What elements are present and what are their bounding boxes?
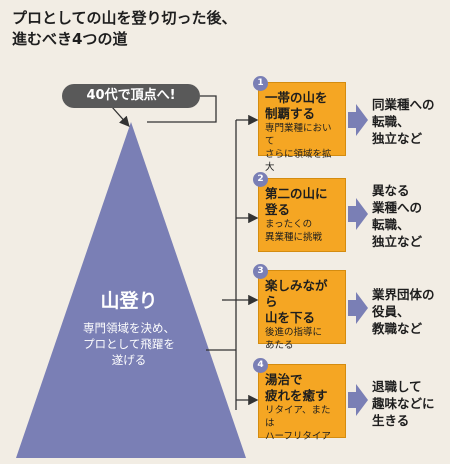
title-line-1: プロとしての山を登り切った後、 (12, 9, 237, 27)
path-heading: 楽しみながら 山を下る (265, 278, 328, 325)
path-subtext: 後進の指導に あたる (265, 327, 323, 351)
diagram-title: プロとしての山を登り切った後、 進むべき4つの道 (12, 8, 442, 50)
path-box-3: 3 楽しみながら 山を下る 後進の指導に あたる (253, 264, 346, 351)
path-subtext: まったくの 異業種に挑戦 (265, 219, 323, 243)
path-result-1: 同業種への 転職、 独立など (372, 97, 435, 146)
path-number-badge: 4 (253, 358, 268, 373)
path-number-badge: 1 (253, 76, 268, 91)
path-box-2: 2 第二の山に 登る まったくの 異業種に挑戦 (253, 172, 346, 252)
mountain-shape (16, 122, 246, 458)
path-heading: 第二の山に 登る (265, 186, 328, 217)
path-number-badge: 2 (253, 172, 268, 187)
mountain-title: 山登り (100, 290, 158, 312)
path-heading: 一帯の山を 制覇する (265, 90, 328, 121)
path-number-badge: 3 (253, 264, 268, 279)
path-result-3: 業界団体の 役員、 教職など (372, 287, 435, 336)
path-result-4: 退職して 趣味などに 生きる (372, 379, 435, 428)
path-subtext: リタイア、または ハーフリタイア (265, 405, 331, 442)
path-subtext: 専門業種において さらに領域を拡大 (265, 123, 332, 173)
result-arrow-2 (348, 198, 368, 230)
peak-pointer-left (111, 106, 130, 127)
peak-label: 40代で頂点へ! (62, 84, 200, 108)
path-box-4: 4 湯治で 疲れを癒す リタイア、または ハーフリタイア (253, 358, 346, 442)
title-line-2: 進むべき4つの道 (12, 30, 128, 48)
result-arrow-1 (348, 104, 368, 136)
path-heading: 湯治で 疲れを癒す (265, 372, 328, 403)
path-result-2: 異なる 業種への 転職、 独立など (372, 183, 423, 249)
mountain-description: 専門領域を決め、 プロとして飛躍を 遂げる (83, 321, 175, 367)
result-arrow-3 (348, 292, 368, 324)
result-arrow-4 (348, 384, 368, 416)
peak-connector (147, 95, 217, 123)
path-box-1: 1 一帯の山を 制覇する 専門業種において さらに領域を拡大 (253, 76, 346, 173)
